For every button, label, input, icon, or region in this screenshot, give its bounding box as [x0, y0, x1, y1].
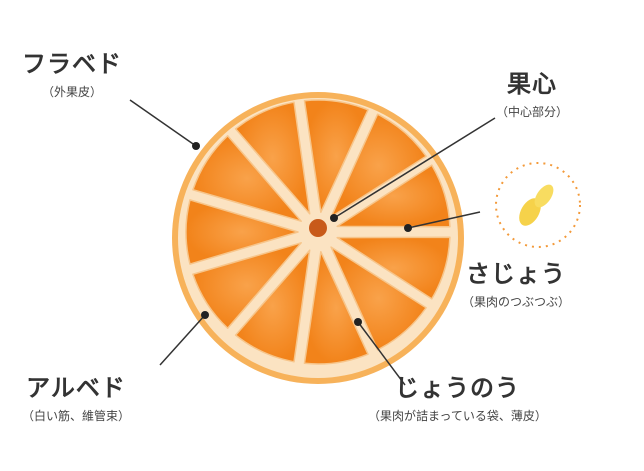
- label-title: アルベド: [26, 374, 126, 402]
- label-subtitle: （果肉が詰まっている袋、薄皮）: [368, 409, 547, 423]
- orange-cross-section: [172, 92, 464, 384]
- leader-flavedo: [129, 99, 197, 147]
- orange-segment: [330, 113, 427, 218]
- label-subtitle: （外果皮）: [41, 85, 102, 99]
- label-title: フラベド: [22, 50, 122, 78]
- label-subtitle: （果肉のつぶつぶ）: [462, 295, 571, 309]
- label-albedo: アルベド （白い筋、維管束）: [22, 368, 130, 424]
- label-subtitle: （白い筋、維管束）: [22, 409, 131, 423]
- orange-segment: [192, 242, 302, 329]
- label-segment: じょうのう （果肉が詰まっている袋、薄皮）: [368, 368, 547, 424]
- leader-lines: [129, 99, 496, 386]
- leader-core: [333, 117, 496, 219]
- orange-segment: [303, 99, 369, 213]
- leader-sac: [407, 211, 481, 229]
- label-title: さじょう: [466, 260, 566, 288]
- orange-segment: [303, 251, 369, 365]
- orange-segment: [185, 199, 299, 265]
- label-flavedo: フラベド （外果皮）: [22, 44, 122, 100]
- sac-closeup: [495, 162, 581, 248]
- orange-segment: [336, 236, 451, 300]
- orange-segment: [336, 164, 451, 228]
- label-title: 果心: [507, 70, 557, 98]
- orange-segment: [234, 249, 311, 363]
- orange-segment: [234, 101, 311, 215]
- leader-dots: [192, 142, 412, 326]
- leader-albedo: [159, 314, 206, 366]
- label-sac: さじょう （果肉のつぶつぶ）: [462, 254, 570, 310]
- label-core: 果心 （中心部分）: [496, 64, 568, 120]
- label-title: じょうのう: [394, 374, 520, 402]
- orange-segment: [330, 246, 427, 351]
- orange-segment: [192, 135, 302, 222]
- core: [309, 219, 327, 237]
- label-subtitle: （中心部分）: [496, 105, 569, 119]
- leader-segment: [357, 321, 406, 386]
